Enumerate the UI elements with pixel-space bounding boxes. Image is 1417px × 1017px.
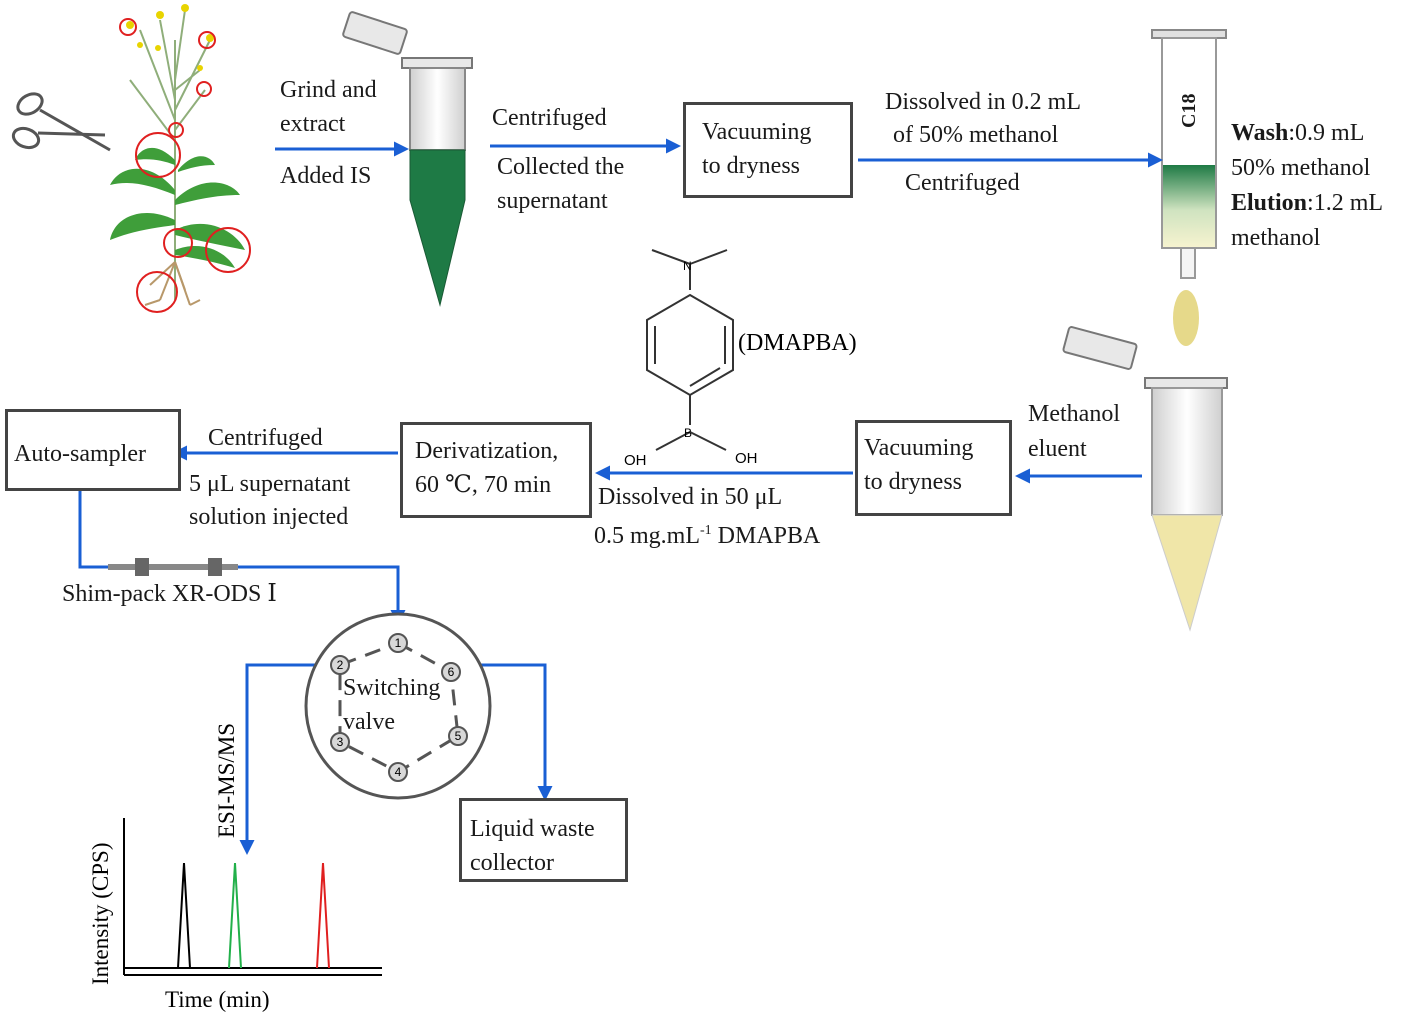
valve-label-2: valve: [343, 709, 395, 735]
collected-label-1: Collected the: [497, 154, 625, 180]
valve-port-4: 4: [388, 762, 408, 782]
dissolved-2-label-1: Dissolved in 50 μL: [598, 484, 783, 510]
valve-port-1: 1: [388, 633, 408, 653]
dissolved-2-label-2: 0.5 mg.mL-1 DMAPBA: [594, 514, 820, 553]
wash-label: Wash:0.9 mL: [1231, 116, 1364, 150]
scissors-icon: [11, 92, 111, 152]
column-label: Shim-pack XR-ODS Ⅰ: [62, 581, 277, 607]
svg-text:5: 5: [455, 729, 462, 743]
dissolved-2-conc: 0.5 mg.mL: [594, 523, 700, 549]
methanol-label-2: eluent: [1028, 436, 1087, 462]
svg-text:1: 1: [395, 636, 402, 650]
derivatization-line2: 60 ℃, 70 min: [415, 472, 552, 498]
dissolved-2-sup: -1: [700, 523, 712, 538]
c18-cartridge-icon: [1151, 29, 1227, 346]
waste-line2: collector: [470, 850, 554, 876]
valve-label-1: Switching: [343, 675, 441, 701]
waste-line1: Liquid waste: [470, 816, 595, 842]
dmapba-n-label: N: [683, 259, 692, 273]
svg-text:6: 6: [448, 665, 455, 679]
svg-text:4: 4: [395, 765, 402, 779]
elution-label-2: methanol: [1231, 225, 1321, 251]
dmapba-oh-left: OH: [624, 452, 647, 469]
derivatization-box: Derivatization, 60 ℃, 70 min: [400, 422, 592, 518]
vacuum-2-line1: Vacuuming: [864, 435, 974, 461]
valve-port-2: 2: [330, 655, 350, 675]
waste-box: Liquid waste collector: [459, 798, 628, 882]
vacuum-1-line1: Vacuuming: [702, 119, 812, 145]
dmapba-b-label: B: [684, 426, 692, 440]
hplc-column-icon: [108, 558, 238, 576]
vacuum-box-1: Vacuuming to dryness: [683, 102, 853, 198]
vacuum-box-2: Vacuuming to dryness: [855, 420, 1012, 516]
tube-eluent-icon: [1062, 326, 1228, 632]
chrom-xlabel: Time (min): [165, 987, 270, 1012]
eluent-drop-icon: [1173, 290, 1199, 346]
grind-label-1: Grind and: [280, 77, 377, 103]
centrifuged-label-1: Centrifuged: [492, 105, 607, 131]
vacuum-1-line2: to dryness: [702, 153, 800, 179]
elution-value: :1.2 mL: [1307, 190, 1384, 216]
chrom-peak-3: [316, 862, 330, 969]
vacuum-2-line2: to dryness: [864, 469, 962, 495]
wash-key: Wash: [1231, 120, 1289, 146]
wash-label-2: 50% methanol: [1231, 155, 1371, 181]
chrom-peak-2: [228, 862, 242, 969]
dissolved-2-reagent: DMAPBA: [711, 523, 821, 549]
chrom-peak-1: [177, 862, 191, 969]
dissolved-1-label-1: Dissolved in 0.2 mL: [885, 89, 1081, 115]
valve-ports: 1 2 3 4 5 6: [330, 633, 468, 782]
derivatization-line1: Derivatization,: [415, 438, 559, 464]
chromatogram: [123, 818, 382, 976]
elution-key: Elution: [1231, 190, 1308, 216]
dmapba-structure: [646, 249, 734, 451]
chrom-ylabel: Intensity (CPS): [88, 843, 113, 985]
centrifuged-label-2: Centrifuged: [905, 170, 1020, 196]
plant-illustration: [110, 4, 251, 313]
autosampler-box: Auto-sampler: [5, 409, 181, 491]
c18-label: C18: [1178, 93, 1200, 128]
wash-value: :0.9 mL: [1288, 120, 1365, 146]
dmapba-name: (DMAPBA): [738, 330, 857, 356]
tube-extract-icon: [342, 11, 473, 307]
valve-port-3: 3: [330, 732, 350, 752]
collected-label-2: supernatant: [497, 188, 608, 214]
injected-label-1: 5 μL supernatant: [189, 471, 351, 497]
dissolved-1-label-2: of 50% methanol: [893, 122, 1059, 148]
autosampler-label: Auto-sampler: [14, 441, 146, 467]
valve-port-5: 5: [448, 726, 468, 746]
svg-text:2: 2: [337, 658, 344, 672]
dmapba-oh-right: OH: [735, 450, 758, 467]
esi-label: ESI-MS/MS: [214, 723, 239, 838]
flow-arrows: [78, 138, 1163, 855]
elution-label: Elution:1.2 mL: [1231, 186, 1383, 220]
svg-text:3: 3: [337, 735, 344, 749]
added-is-label: Added IS: [280, 163, 372, 189]
methanol-label-1: Methanol: [1028, 401, 1120, 427]
sampling-marker-icon: [119, 18, 251, 313]
centrifuged-label-3: Centrifuged: [208, 425, 323, 451]
valve-port-6: 6: [441, 662, 461, 682]
injected-label-2: solution injected: [189, 504, 349, 530]
grind-label-2: extract: [280, 111, 346, 137]
